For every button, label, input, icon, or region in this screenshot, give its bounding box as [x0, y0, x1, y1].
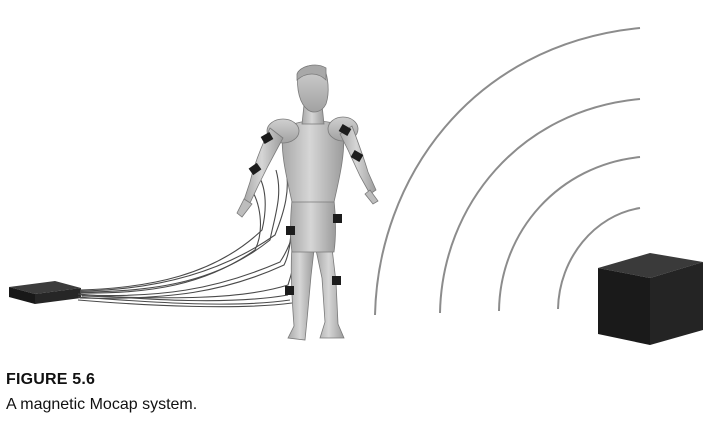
sensor-icon — [333, 214, 342, 223]
sensor-icon — [350, 150, 364, 162]
figure-label: FIGURE 5.6 — [6, 371, 96, 388]
mocap-illustration — [9, 27, 703, 345]
receiver-box-icon — [9, 281, 81, 304]
magnetic-field-arc-icon — [498, 156, 641, 312]
magnetic-field-arcs — [374, 27, 641, 316]
transmitter-cube-icon — [598, 253, 703, 345]
magnetic-field-arc-icon — [557, 207, 641, 310]
sensor-icon — [338, 124, 352, 136]
sensor-cables — [77, 167, 299, 308]
figure-caption: A magnetic Mocap system. — [6, 396, 198, 413]
magnetic-field-arc-icon — [439, 98, 641, 314]
sensor-icon — [332, 276, 341, 285]
sensor-icon — [285, 286, 294, 295]
sensor-icon — [286, 226, 295, 235]
sensor-icon — [260, 132, 274, 144]
human-figure-icon — [236, 64, 379, 341]
body-sensors — [248, 124, 364, 295]
magnetic-field-arc-icon — [374, 27, 641, 316]
sensor-icon — [248, 162, 262, 176]
